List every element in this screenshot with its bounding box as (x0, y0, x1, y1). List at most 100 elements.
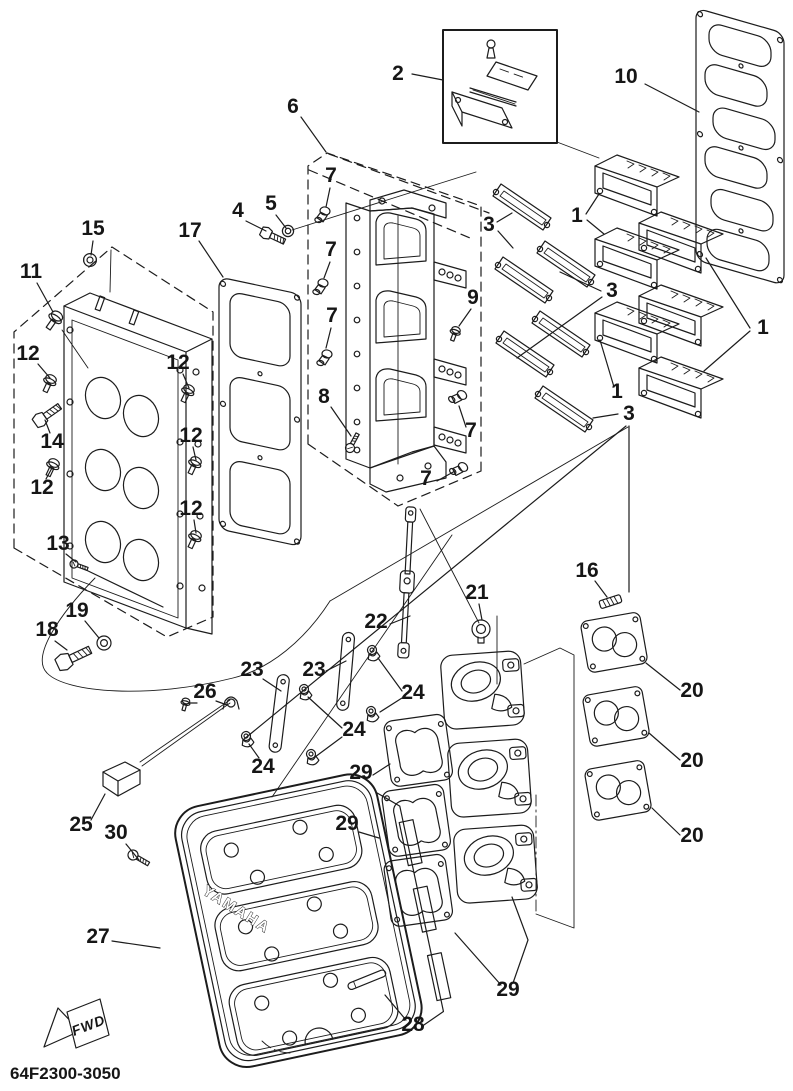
leader-line (276, 215, 286, 228)
reed-detail-drawing (452, 40, 537, 128)
callout-19: 19 (65, 599, 99, 638)
leader-line (652, 808, 680, 835)
callout-28: 28 (385, 995, 425, 1036)
callout-22: 22 (364, 610, 410, 633)
leader-line (560, 272, 601, 291)
callout-14: 14 (40, 420, 64, 453)
leader-line (243, 426, 626, 740)
leader-line (331, 407, 351, 436)
callout-12: 12 (179, 424, 203, 460)
callout-number: 14 (40, 430, 64, 453)
callout-number: 7 (465, 419, 477, 442)
leader-line (326, 661, 346, 671)
callout-3: 3 (517, 272, 618, 358)
callout-29: 29 (349, 761, 390, 784)
leader-line (315, 737, 342, 757)
leader-line (645, 84, 699, 112)
callout-number: 24 (342, 718, 366, 741)
callout-number: 12 (179, 424, 202, 447)
callout-7: 7 (325, 164, 337, 207)
leader-line (646, 663, 680, 690)
callout-16: 16 (575, 559, 607, 597)
choke-knob (103, 700, 230, 796)
callout-5: 5 (265, 192, 286, 228)
leader-line (37, 283, 53, 312)
callout-number: 29 (496, 978, 519, 1001)
leader-line (324, 262, 330, 278)
callout-number: 2 (392, 62, 404, 85)
leader-line (85, 621, 99, 638)
callout-number: 29 (349, 761, 372, 784)
leader-line (91, 794, 105, 820)
leader-line (512, 897, 528, 983)
callout-29: 29 (455, 897, 528, 1001)
leader-line (193, 447, 196, 460)
leader-line (497, 213, 512, 222)
callout-20: 20 (649, 733, 704, 772)
callout-number: 12 (30, 476, 53, 499)
callout-number: 26 (193, 680, 216, 703)
leader-line (459, 406, 466, 427)
leader-line (194, 520, 196, 533)
callout-8: 8 (318, 385, 351, 436)
leader-line (112, 941, 160, 948)
callout-number: 28 (401, 1013, 425, 1036)
callout-27: 27 (86, 925, 160, 948)
callout-23: 23 (302, 658, 346, 681)
dashed-box-reed-block-group (14, 247, 213, 637)
callout-10: 10 (614, 65, 699, 112)
callout-number: 15 (81, 217, 105, 240)
callout-30: 30 (104, 821, 139, 860)
callout-26: 26 (189, 680, 227, 705)
leader-line (301, 117, 326, 152)
leader-line (587, 220, 604, 234)
leader-line (91, 241, 93, 255)
callout-number: 18 (35, 618, 59, 641)
callout-number: 23 (240, 658, 263, 681)
leader-line (263, 679, 281, 691)
leader-line (378, 658, 402, 691)
callout-number: 16 (575, 559, 598, 582)
callout-number: 4 (232, 199, 244, 222)
callout-number: 12 (179, 497, 202, 520)
callout-7: 7 (459, 406, 477, 442)
leader-line (246, 221, 266, 231)
callout-number: 10 (614, 65, 637, 88)
leader-line (359, 832, 379, 838)
leader-line (216, 701, 227, 705)
callout-24: 24 (249, 744, 275, 778)
leader-line (586, 194, 599, 214)
dashed-box-manifold-group (308, 153, 489, 506)
callout-12: 12 (30, 468, 54, 499)
leader-line (84, 569, 163, 607)
callout-24: 24 (378, 658, 425, 712)
leader-line (390, 616, 410, 624)
callout-1: 1 (704, 258, 769, 371)
diagram-code: 64F2300-3050 (10, 1064, 121, 1083)
carburetor-assembly (439, 648, 574, 928)
callout-number: 24 (251, 755, 275, 778)
callout-number: 12 (16, 342, 39, 365)
callout-number: 7 (325, 238, 337, 261)
leader-line (55, 641, 67, 650)
leader-line (380, 698, 402, 712)
callout-number: 1 (571, 204, 583, 227)
leader-line (704, 331, 750, 371)
callout-number: 3 (483, 213, 495, 236)
callout-number: 11 (20, 260, 43, 283)
callout-7: 7 (420, 467, 455, 490)
brand-logo: YAMAHA (199, 882, 273, 937)
callout-number: 7 (325, 164, 337, 187)
callout-12: 12 (179, 497, 203, 533)
callout-6: 6 (287, 95, 326, 152)
callout-7: 7 (324, 238, 337, 278)
leader-line (326, 188, 330, 207)
callout-18: 18 (35, 618, 67, 650)
stud-bolt (598, 593, 623, 610)
reed-block-assembly (64, 293, 212, 634)
callout-17: 17 (178, 219, 223, 277)
leader-line (593, 414, 618, 418)
leader-line (46, 468, 52, 479)
